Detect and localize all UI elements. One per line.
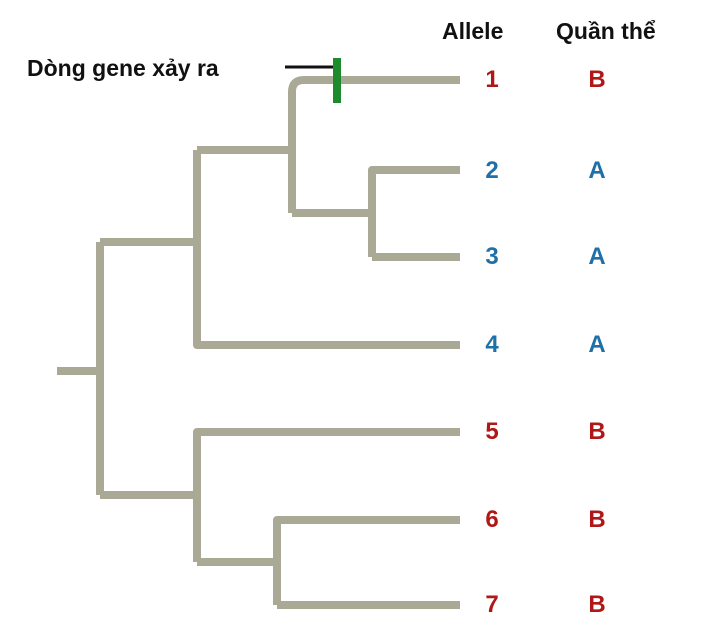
allele-label: 6	[485, 506, 499, 533]
population-label: B	[588, 591, 606, 618]
allele-label: 7	[485, 591, 499, 618]
branch-clade-2-3	[292, 166, 460, 261]
population-label: B	[588, 506, 606, 533]
allele-label: 4	[485, 331, 499, 358]
branch-clade-1-2-3	[197, 76, 460, 213]
allele-label: 2	[485, 157, 499, 184]
population-label: A	[588, 157, 606, 184]
allele-label: 1	[485, 66, 499, 93]
population-label: B	[588, 66, 606, 93]
branch-upper-clade	[100, 150, 460, 349]
allele-label: 3	[485, 243, 499, 270]
branch-clade-6-7	[197, 516, 460, 609]
population-label: A	[588, 243, 606, 270]
branch-lower-clade	[100, 428, 460, 562]
gene-flow-mark	[333, 58, 341, 103]
header-population: Quần thể	[556, 18, 656, 44]
population-label: A	[588, 331, 606, 358]
header-allele: Allele	[442, 18, 504, 44]
population-label: B	[588, 418, 606, 445]
allele-label: 5	[485, 418, 499, 445]
gene-flow-annotation: Dòng gene xảy ra	[27, 55, 219, 81]
